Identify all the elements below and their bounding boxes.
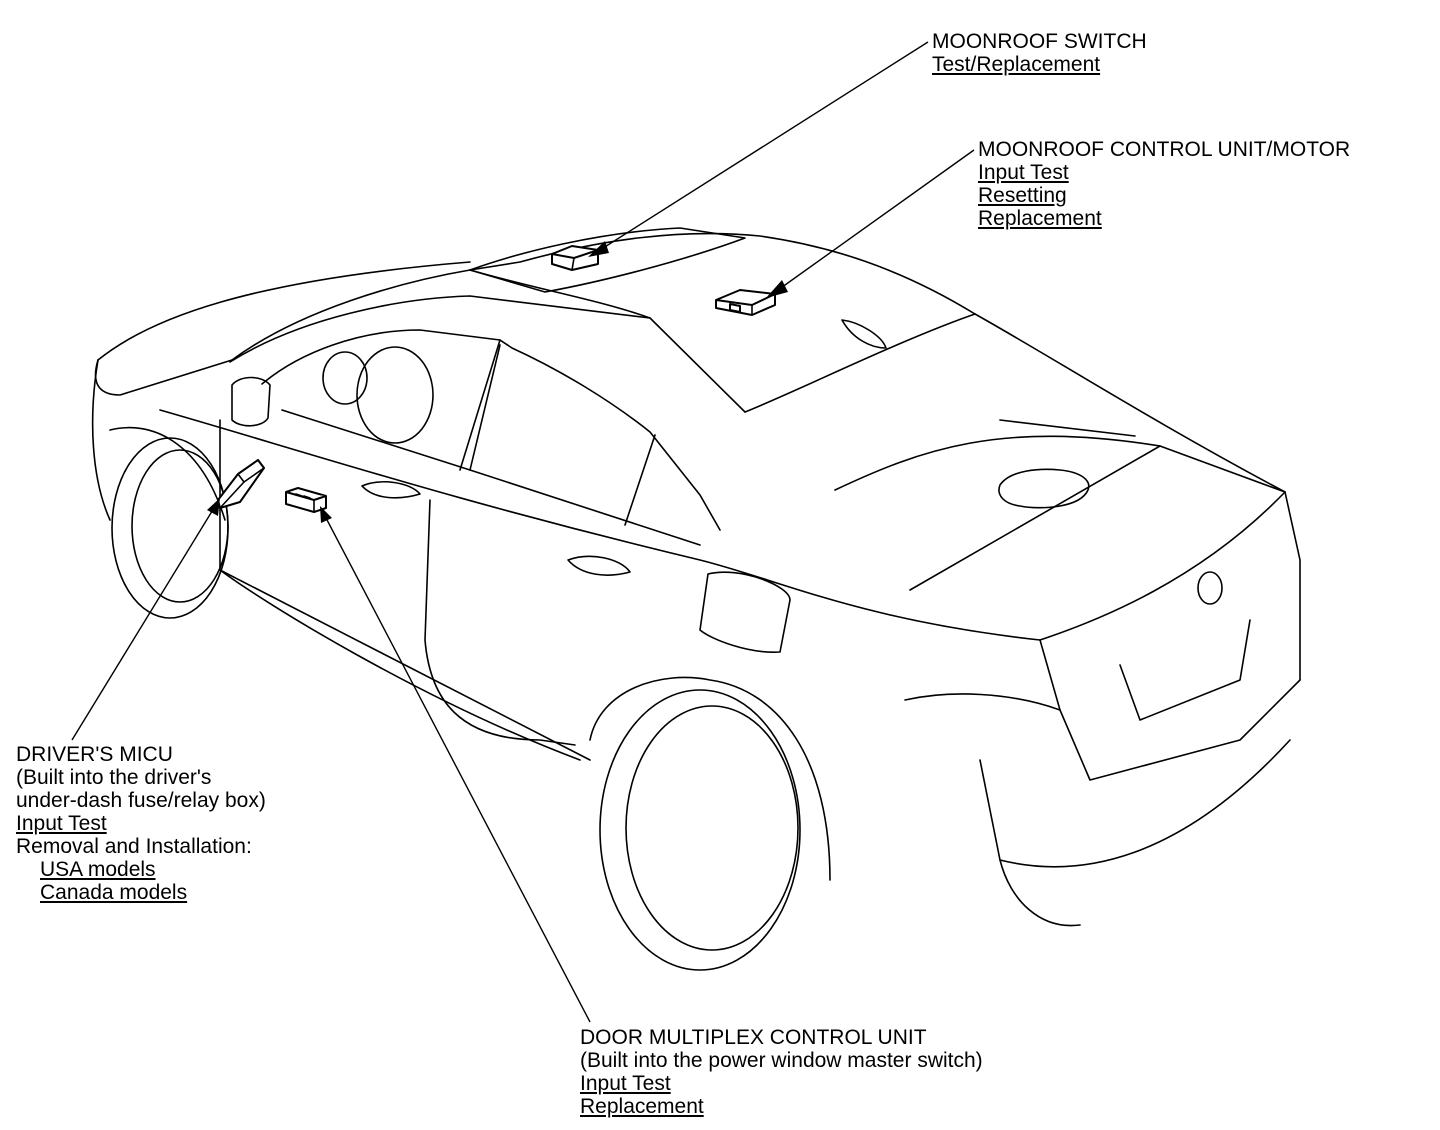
drivers-micu-part — [217, 459, 265, 509]
drivers-micu-input-test-link[interactable]: Input Test — [16, 812, 107, 835]
drivers-micu-usa-models-link[interactable]: USA models — [40, 858, 156, 881]
door-multiplex-replacement-link[interactable]: Replacement — [580, 1095, 704, 1118]
drivers-micu-section-label: Removal and Installation: — [16, 835, 252, 858]
moonroof-switch-test-replacement-link[interactable]: Test/Replacement — [932, 53, 1101, 76]
leader-drivers-micu — [71, 498, 220, 741]
moonroof-switch-callout: MOONROOF SWITCH Test/Replacement — [932, 30, 1147, 76]
drivers-micu-title: DRIVER'S MICU — [16, 743, 173, 766]
moonroof-control-replacement-link[interactable]: Replacement — [978, 207, 1102, 230]
moonroof-control-input-test-link[interactable]: Input Test — [978, 161, 1069, 184]
moonroof-switch-title: MOONROOF SWITCH — [932, 30, 1147, 53]
moonroof-control-resetting-link[interactable]: Resetting — [978, 184, 1067, 207]
leader-door-multiplex — [320, 506, 591, 1023]
leader-moonroof-switch — [588, 41, 929, 257]
drivers-micu-canada-models-link[interactable]: Canada models — [40, 881, 188, 904]
car-outline — [91, 227, 1301, 971]
door-multiplex-input-test-link[interactable]: Input Test — [580, 1072, 671, 1095]
drivers-micu-callout: DRIVER'S MICU (Built into the driver's u… — [16, 743, 266, 904]
drivers-micu-note-2: under-dash fuse/relay box) — [16, 789, 266, 812]
moonroof-switch-part — [551, 245, 599, 271]
drivers-micu-note-1: (Built into the driver's — [16, 766, 212, 789]
moonroof-control-unit-part — [715, 289, 776, 316]
door-multiplex-callout: DOOR MULTIPLEX CONTROL UNIT (Built into … — [580, 1026, 983, 1118]
door-multiplex-title: DOOR MULTIPLEX CONTROL UNIT — [580, 1026, 927, 1049]
leader-moonroof-control — [766, 149, 975, 298]
door-multiplex-note: (Built into the power window master swit… — [580, 1049, 983, 1072]
moonroof-control-title: MOONROOF CONTROL UNIT/MOTOR — [978, 138, 1351, 161]
moonroof-control-callout: MOONROOF CONTROL UNIT/MOTOR Input Test R… — [978, 138, 1350, 230]
door-multiplex-part — [285, 487, 327, 513]
